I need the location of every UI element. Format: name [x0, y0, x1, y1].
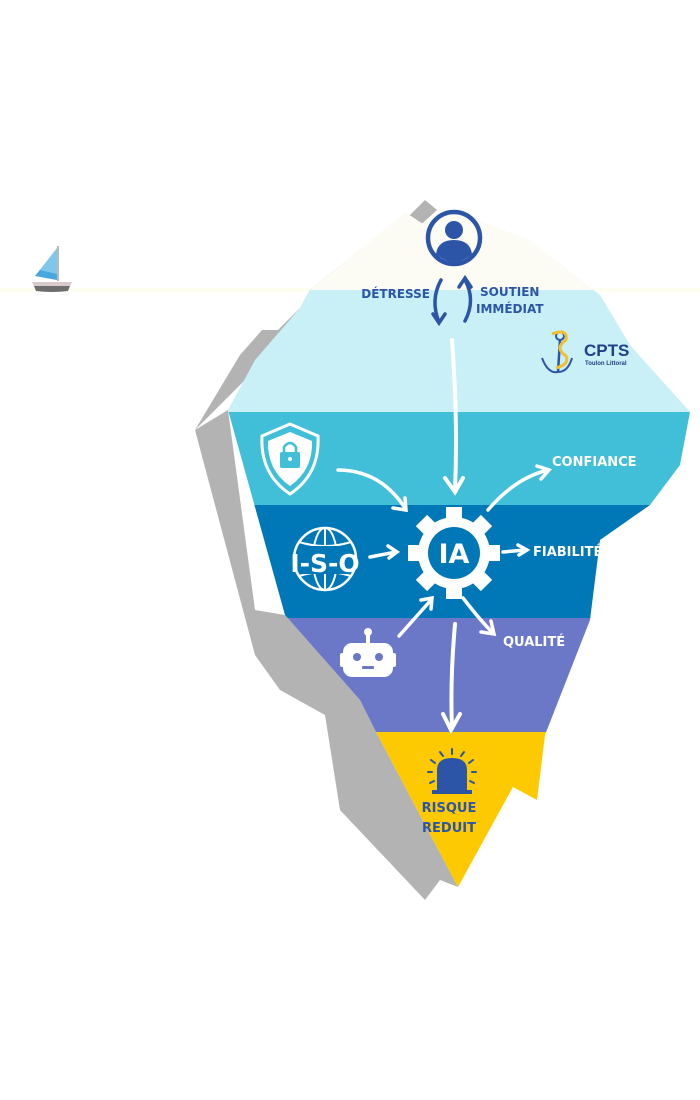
alarm-siren-icon [427, 748, 477, 794]
support-label-line2: IMMÉDIAT [476, 301, 544, 316]
anchor-icon [541, 330, 573, 374]
shield-arrow [336, 468, 408, 513]
iso-text: I-S-O [290, 549, 359, 578]
support-label-line1: SOUTIEN [480, 285, 539, 299]
distress-label: DÉTRESSE [361, 286, 430, 301]
distress-arrow-icon [431, 278, 447, 327]
logo-title: CPTS [584, 341, 629, 360]
robot-icon [340, 628, 396, 677]
iso-globe-icon: I-S-O [290, 526, 360, 592]
output-qualite: QUALITÉ [503, 634, 565, 650]
quality-arrow [461, 596, 497, 637]
risk-label-line1: RISQUE [422, 801, 477, 816]
user-circle-icon [425, 209, 483, 267]
output-confiance: CONFIANCE [552, 455, 637, 470]
risk-down-arrow [441, 622, 462, 735]
sailboat-icon [32, 246, 72, 292]
iso-arrow [368, 544, 401, 560]
layer-tip [228, 210, 690, 290]
gear-icon [408, 507, 500, 599]
support-arrow-icon [457, 274, 473, 323]
output-fiabilite: FIABILITÉ [533, 544, 602, 560]
logo-subtitle: Toulon Littoral [585, 361, 627, 367]
main-down-arrow [443, 338, 465, 496]
shield-lock-icon [260, 422, 320, 496]
ia-label: IA [439, 539, 470, 570]
risk-label-line2: REDUIT [422, 821, 476, 836]
reliability-arrow [501, 543, 531, 557]
layer-4 [228, 618, 690, 732]
cpts-logo: CPTS Toulon Littoral [541, 330, 629, 374]
confidence-arrow [486, 464, 553, 512]
robot-arrow [397, 595, 434, 638]
